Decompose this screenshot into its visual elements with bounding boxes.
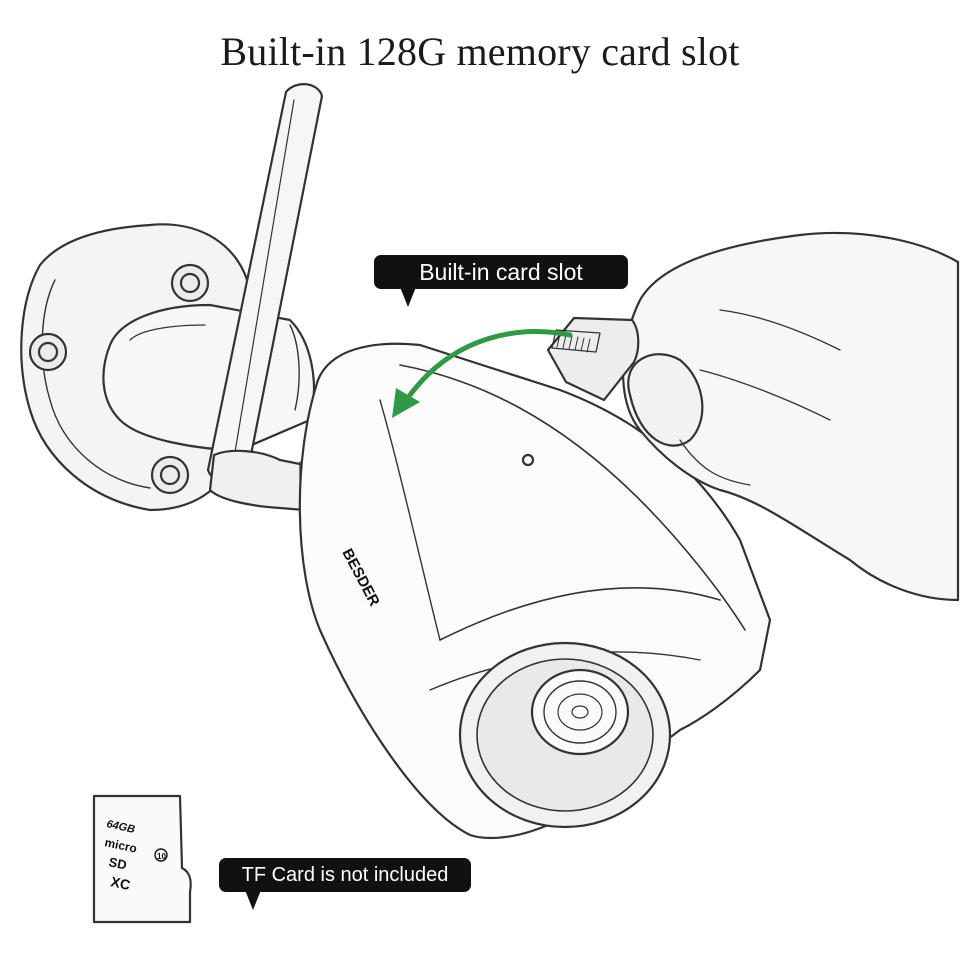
hand: [622, 231, 960, 602]
curved-arrow-icon: [392, 329, 573, 418]
tf-card-callout: TF Card is not included: [219, 858, 471, 910]
card-slot-callout: Built-in card slot: [374, 255, 628, 307]
card-slot-label: Built-in card slot: [419, 259, 583, 285]
page-title: Built-in 128G memory card slot: [220, 29, 740, 74]
tf-card-label: TF Card is not included: [241, 864, 449, 886]
svg-text:10: 10: [157, 852, 166, 861]
svg-text:64GB: 64GB: [105, 818, 136, 836]
svg-text:XC: XC: [109, 873, 131, 893]
callout-pointer: [400, 287, 416, 307]
held-sd-card: [546, 316, 640, 402]
sd-card-markings: 64GB micro SD XC 10: [103, 818, 168, 893]
svg-text:micro: micro: [103, 835, 138, 855]
mount-arm: [102, 303, 316, 452]
callout-pointer: [245, 890, 261, 910]
svg-text:SD: SD: [107, 854, 128, 872]
micro-sd-card: [92, 794, 192, 924]
lens-assembly: [458, 641, 672, 829]
